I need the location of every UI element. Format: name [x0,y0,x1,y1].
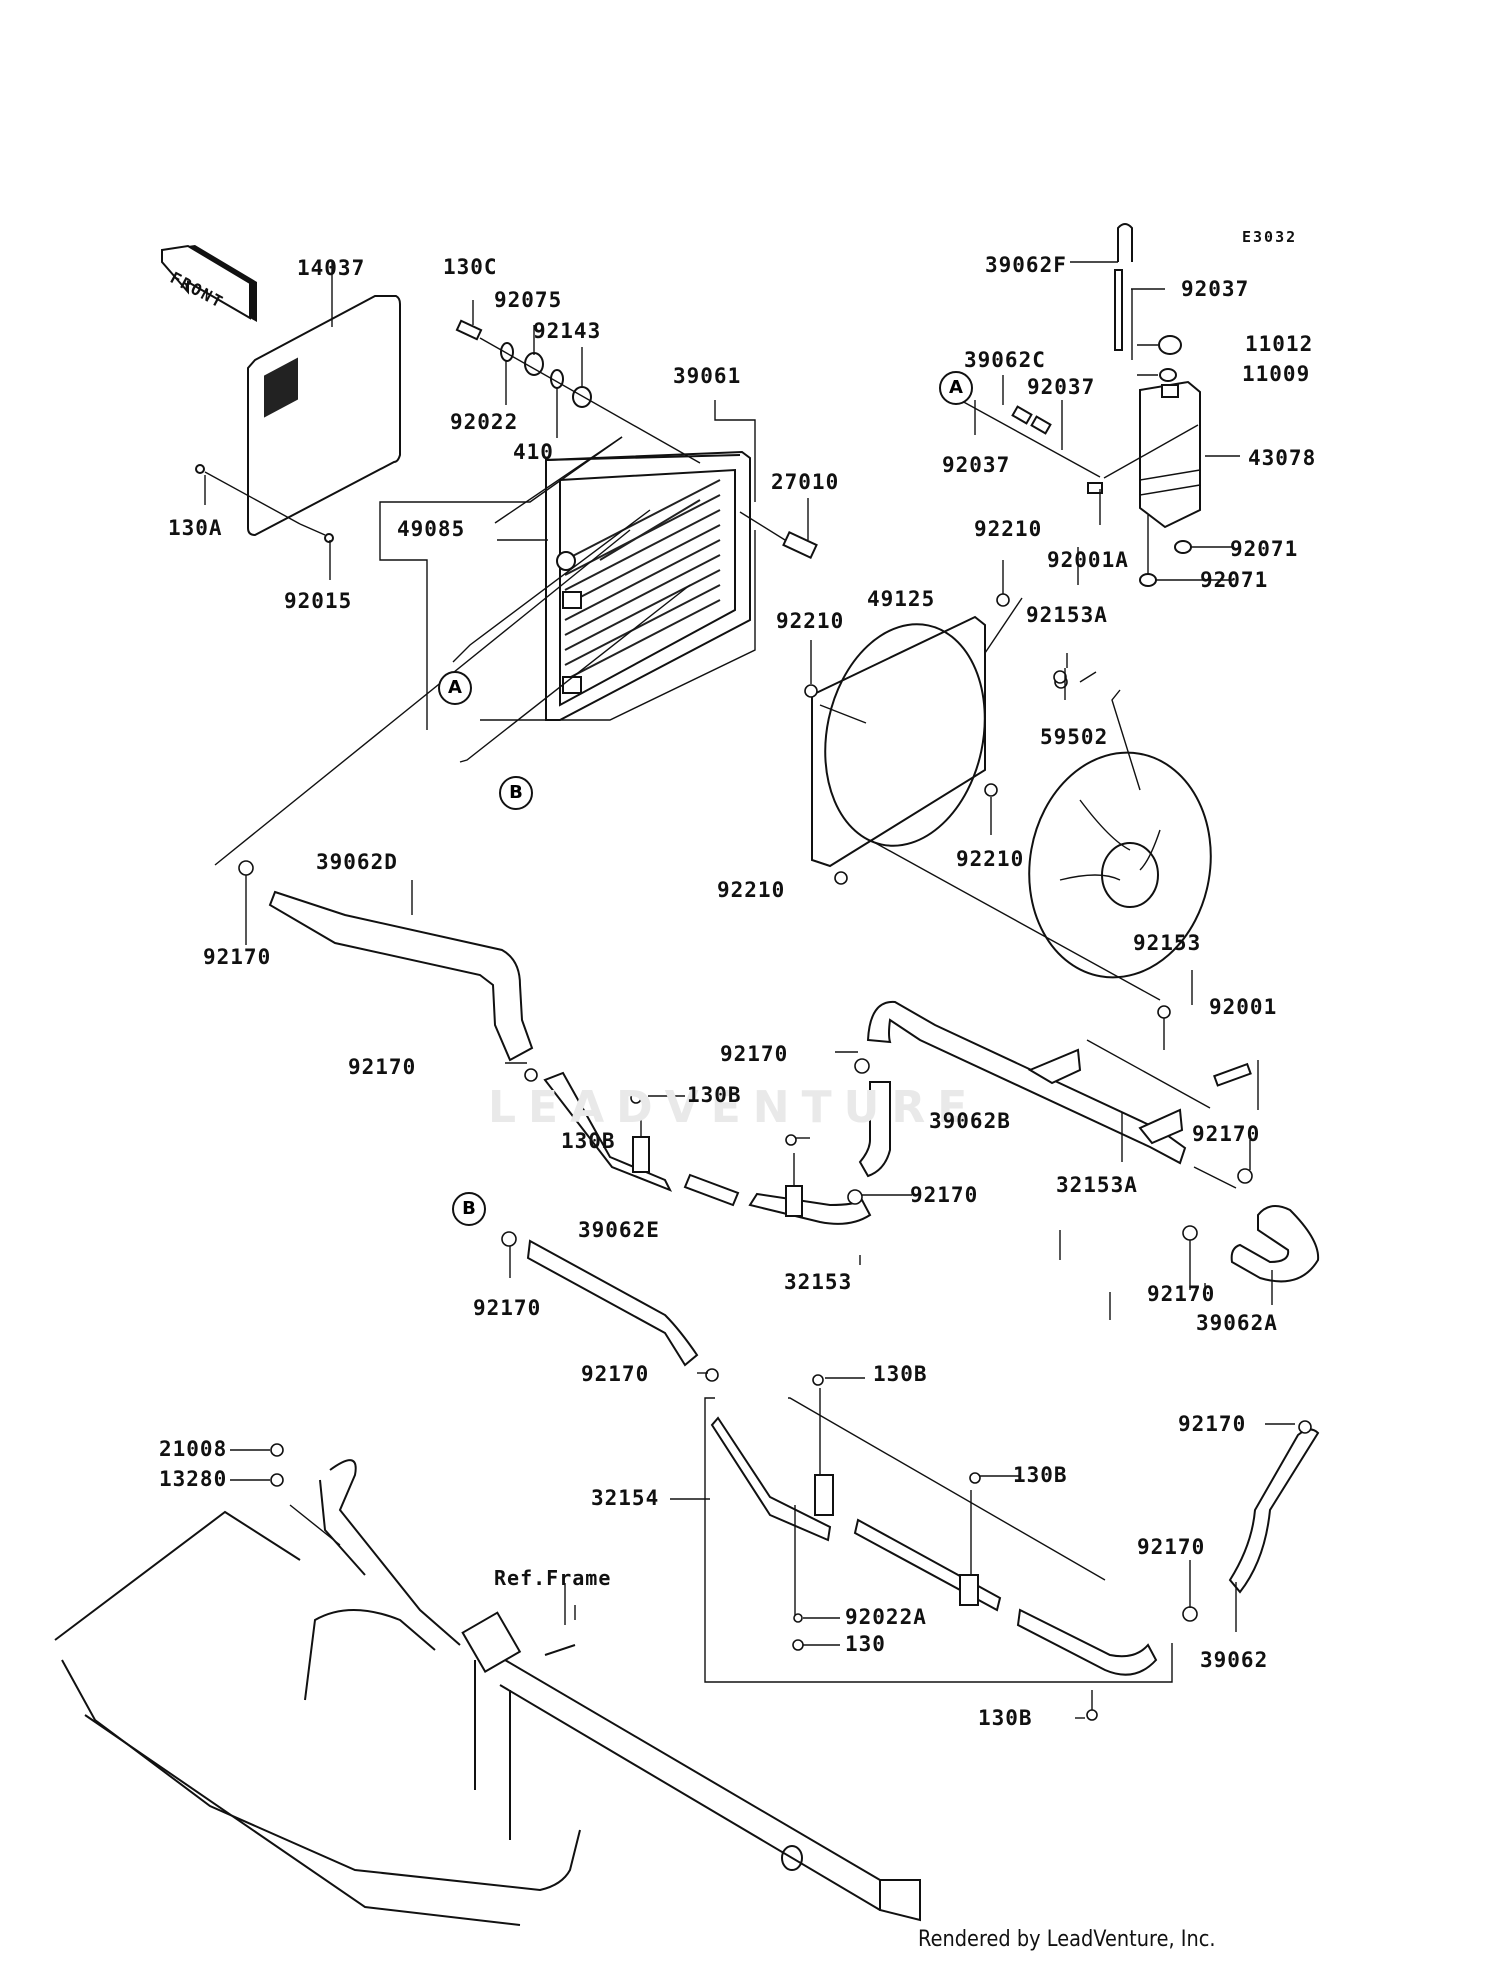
part-label[interactable]: 130C [443,255,498,279]
part-label[interactable]: 92037 [1181,277,1250,301]
part-label[interactable]: 410 [513,440,554,464]
part-label[interactable]: 39062C [964,348,1046,372]
callout-b-radiator: B [499,776,533,810]
part-label[interactable]: 92170 [1137,1535,1206,1559]
part-label[interactable]: 39062D [316,850,398,874]
part-label[interactable]: 11012 [1245,332,1314,356]
ref-frame-label: Ref.Frame [494,1566,612,1590]
part-label[interactable]: 39061 [673,364,742,388]
part-label[interactable]: 92170 [203,945,272,969]
callout-a-tank: A [939,371,973,405]
part-label[interactable]: 92153 [1133,931,1202,955]
part-label[interactable]: 13280 [159,1467,228,1491]
pipe-32154-drawing [704,1388,1173,1683]
part-label[interactable]: 130B [978,1706,1033,1730]
part-label[interactable]: 92022 [450,410,519,434]
pipe-32153A-drawing [866,1000,1252,1189]
part-label[interactable]: 92071 [1200,568,1269,592]
part-label[interactable]: 43078 [1248,446,1317,470]
leader-lines [204,261,1295,1719]
part-label[interactable]: 49125 [867,587,936,611]
part-label[interactable]: 92075 [494,288,563,312]
part-label[interactable]: 92001 [1209,995,1278,1019]
part-label[interactable]: 39062 [1200,1648,1269,1672]
watermark: LEADVENTURE [488,1082,980,1133]
part-label[interactable]: 130B [687,1083,742,1107]
part-label[interactable]: 130B [1013,1463,1068,1487]
part-label[interactable]: 92210 [974,517,1043,541]
part-label[interactable]: 92170 [473,1296,542,1320]
part-label[interactable]: 130B [561,1129,616,1153]
part-label[interactable]: 92210 [717,878,786,902]
part-label[interactable]: 92153A [1026,603,1108,627]
part-label[interactable]: 59502 [1040,725,1109,749]
part-label[interactable]: 27010 [771,470,840,494]
fan-assembly-drawing [1028,689,1212,979]
part-label[interactable]: 32154 [591,1486,660,1510]
hose-39062E-drawing [526,1239,699,1367]
callout-b-hose: B [452,1192,486,1226]
part-label[interactable]: 92071 [1230,537,1299,561]
drawing-code: E3032 [1242,228,1298,246]
part-label[interactable]: 92037 [942,453,1011,477]
radiator-screen-drawing [195,260,401,543]
radiator-drawing [214,400,756,866]
part-label[interactable]: 92210 [956,847,1025,871]
part-label[interactable]: 92170 [720,1042,789,1066]
part-label[interactable]: 92170 [348,1055,417,1079]
small-hardware-drawing [238,593,1312,1721]
part-label[interactable]: 92170 [910,1183,979,1207]
front-arrow-icon [161,244,257,322]
part-label[interactable]: 39062B [929,1109,1011,1133]
part-label[interactable]: 92015 [284,589,353,613]
pipe-32153-drawing [543,1071,872,1225]
credit-text: Rendered by LeadVenture, Inc. [918,1927,1216,1952]
hose-39062D-drawing [268,890,534,1062]
vehicle-frame-drawing [54,1459,921,1926]
part-label[interactable]: 21008 [159,1437,228,1461]
hose-39062-drawing [1228,1428,1320,1594]
part-label[interactable]: 92210 [776,609,845,633]
part-label[interactable]: 32153A [1056,1173,1138,1197]
part-label[interactable]: 92022A [845,1605,927,1629]
part-label[interactable]: 92170 [581,1362,650,1386]
part-label[interactable]: 92001A [1047,548,1129,572]
part-label[interactable]: 39062F [985,253,1067,277]
part-label[interactable]: 130B [873,1362,928,1386]
part-label[interactable]: 92170 [1178,1412,1247,1436]
callout-a-radiator: A [438,671,472,705]
hose-39062A-drawing [1230,1205,1320,1283]
hose-39062B-drawing [858,1081,891,1178]
part-label[interactable]: 39062E [578,1218,660,1242]
part-label[interactable]: 49085 [397,517,466,541]
part-label[interactable]: 32153 [784,1270,853,1294]
fan-shroud-drawing [811,597,1161,1001]
part-label[interactable]: 130A [168,516,223,540]
part-label[interactable]: 130 [845,1632,886,1656]
part-label[interactable]: 92143 [533,319,602,343]
part-label[interactable]: 11009 [1242,362,1311,386]
fan-switch-drawing [739,498,818,560]
part-label[interactable]: 92170 [1192,1122,1261,1146]
part-label[interactable]: 92170 [1147,1282,1216,1306]
part-label[interactable]: 39062A [1196,1311,1278,1335]
part-label[interactable]: 14037 [297,256,366,280]
part-label[interactable]: 92037 [1027,375,1096,399]
